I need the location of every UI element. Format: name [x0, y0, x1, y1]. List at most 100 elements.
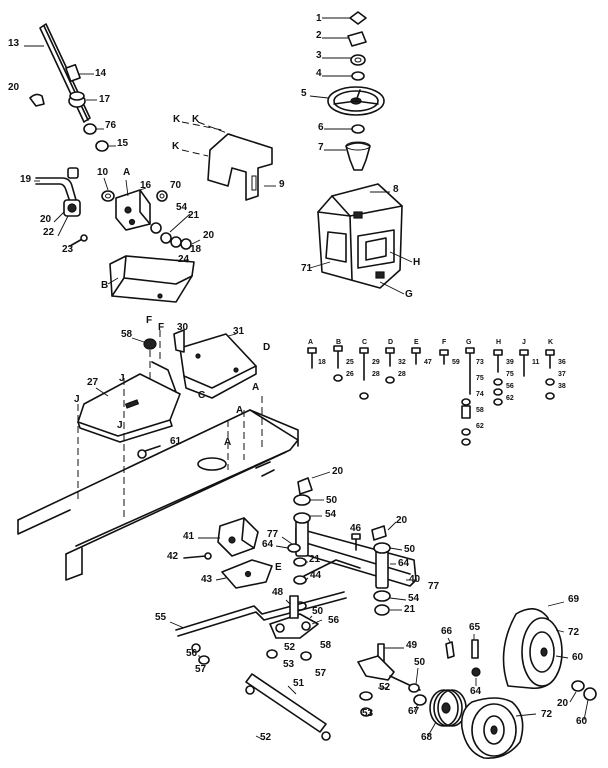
bearing-67 — [413, 694, 427, 713]
hw-d — [385, 347, 395, 384]
callout-cG1: G — [405, 289, 413, 300]
callout-c77a: 77 — [267, 529, 279, 540]
callout-c18: 18 — [190, 244, 202, 255]
hw-g — [461, 347, 475, 446]
hw-num-K-1: 37 — [558, 371, 566, 378]
pivot-bracket — [198, 517, 259, 557]
hw-letter-F: F — [442, 339, 447, 346]
hw-num-A-0: 18 — [318, 359, 326, 366]
hw-letter-C: C — [362, 339, 367, 346]
callout-c54a: 54 — [176, 202, 188, 213]
callout-c56a: 56 — [328, 615, 340, 626]
callout-c17: 17 — [99, 94, 111, 105]
hw-num-H-3: 62 — [506, 395, 514, 402]
dash-console — [309, 183, 413, 295]
hw-num-B-0: 25 — [346, 359, 354, 366]
bushing-58 — [131, 337, 157, 350]
callout-c53b: 53 — [362, 708, 374, 719]
callout-c57a: 57 — [195, 664, 207, 675]
hw-num-G-3: 58 — [476, 407, 484, 414]
hw-num-G-0: 73 — [476, 359, 484, 366]
shaft-collar — [65, 63, 94, 83]
callout-c40: 40 — [409, 574, 421, 585]
callout-c60b: 60 — [576, 716, 588, 727]
callout-c50a: 50 — [326, 495, 338, 506]
callout-cA1: A — [123, 167, 130, 178]
callout-c20d: 20 — [332, 466, 344, 477]
callout-c65: 65 — [469, 622, 481, 633]
steering-wheel — [309, 86, 385, 116]
hw-letter-G: G — [466, 339, 472, 346]
callout-c19: 19 — [20, 174, 32, 185]
hw-letter-D: D — [388, 339, 393, 346]
callout-c8: 8 — [393, 184, 399, 195]
callout-c10: 10 — [97, 167, 109, 178]
callout-c6: 6 — [318, 122, 324, 133]
callout-c70: 70 — [170, 180, 182, 191]
sector-gear — [53, 199, 81, 237]
callout-c20b: 20 — [203, 230, 215, 241]
hardware-key — [307, 345, 555, 446]
callout-cD1: D — [263, 342, 270, 353]
callout-c3: 3 — [316, 50, 322, 61]
lower-bracket — [215, 559, 273, 589]
hw-letter-K: K — [548, 339, 553, 346]
callout-c27: 27 — [87, 377, 99, 388]
callout-c20c: 20 — [40, 214, 52, 225]
callout-c64b: 64 — [398, 558, 410, 569]
hw-a — [307, 347, 317, 369]
hub-cap — [569, 680, 597, 721]
steering-bracket — [115, 179, 151, 231]
callout-c66: 66 — [441, 626, 453, 637]
bolt-46 — [351, 533, 361, 551]
callout-c24: 24 — [178, 254, 190, 265]
callout-c68: 68 — [421, 732, 433, 743]
callout-cK3: K — [172, 141, 180, 152]
callout-c4: 4 — [316, 68, 322, 79]
callout-cE1: E — [275, 562, 282, 573]
nut-3 — [322, 54, 366, 66]
hw-letter-E: E — [414, 339, 419, 346]
callout-c42: 42 — [167, 551, 179, 562]
callout-c52b: 52 — [379, 682, 391, 693]
tie-rod — [169, 591, 347, 665]
callout-c69: 69 — [568, 594, 580, 605]
hw-f — [439, 349, 449, 365]
callout-cA4: A — [224, 437, 231, 448]
steering-cap — [322, 11, 367, 25]
hw-num-G-1: 75 — [476, 375, 484, 382]
callout-c60a: 60 — [572, 652, 584, 663]
callout-c21a: 21 — [188, 210, 200, 221]
callout-c5: 5 — [301, 88, 307, 99]
callout-cC1: C — [198, 390, 205, 401]
tractor-frame — [17, 396, 299, 581]
callout-c41: 41 — [183, 531, 195, 542]
floor-plate — [179, 333, 257, 399]
front-tire-rear — [502, 601, 569, 690]
washers-axle — [275, 536, 309, 611]
hw-letter-B: B — [336, 339, 341, 346]
callout-c2: 2 — [316, 30, 322, 41]
hardware-key-labels: A18B2526C2928D3228E47F59G7375745862H3975… — [308, 339, 566, 430]
hw-num-J-0: 11 — [532, 359, 540, 366]
hw-num-K-2: 38 — [558, 383, 566, 390]
callout-c23: 23 — [62, 244, 74, 255]
adapter — [324, 141, 371, 171]
callout-c77b: 77 — [428, 581, 440, 592]
callout-cK2: K — [192, 114, 200, 125]
callout-c7: 7 — [318, 142, 324, 153]
callout-c50c: 50 — [312, 606, 324, 617]
callout-c50d: 50 — [414, 657, 426, 668]
callout-c9: 9 — [279, 179, 285, 190]
washer-4 — [322, 71, 365, 81]
hw-num-F-0: 59 — [452, 359, 460, 366]
callout-c61: 61 — [170, 436, 182, 447]
callout-c15: 15 — [117, 138, 129, 149]
callout-c20a: 20 — [8, 82, 20, 93]
callout-cA3: A — [236, 405, 243, 416]
callout-c51: 51 — [293, 678, 305, 689]
callout-c48: 48 — [272, 587, 284, 598]
callout-c55: 55 — [155, 612, 167, 623]
callout-cF2: F — [158, 322, 164, 333]
